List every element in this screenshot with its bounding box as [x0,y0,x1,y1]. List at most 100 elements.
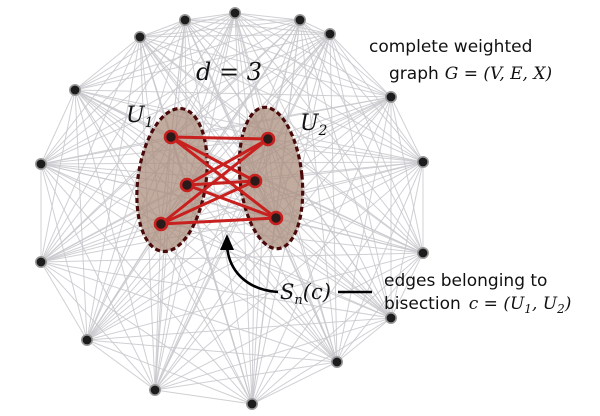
graph-edge [336,161,424,363]
graph-edge [184,19,424,254]
graph-edge [40,261,253,405]
graph-node [416,156,429,169]
graph-edge [154,223,162,391]
graph-edge [74,89,392,98]
graph-edge [40,163,392,319]
complete-graph-line1: complete weighted [369,37,532,57]
graph-edge [86,223,162,341]
graph-edge [86,339,338,363]
graph-edge [40,163,338,363]
graph-edge [275,217,424,254]
graph-edge [40,252,424,263]
graph-edge [299,19,424,254]
graph-node [323,27,336,40]
graph-edge [86,217,277,341]
partition-node [153,216,169,232]
graph-node [134,30,147,43]
graph-edge [154,361,338,391]
graph-edge [390,252,424,319]
graph-edge [86,180,256,341]
cut-edge [169,135,257,183]
graph-edge [40,261,338,363]
graph-edge [234,12,301,21]
graph-edge [329,33,424,254]
graph-edge [40,36,141,165]
graph-edge [86,36,141,341]
graph-edge [234,12,331,35]
graph-node [34,255,47,268]
graph-edge [154,317,392,391]
graph-edge [329,33,338,363]
graph-edge [186,184,424,254]
cut-edge [185,179,257,187]
graph-edge [40,19,301,165]
graph-edge [40,19,186,263]
cut-edge [169,135,278,220]
graph-edge [40,261,156,391]
graph-edge [40,161,424,263]
graph-edge [74,89,392,319]
group-u2-ellipse [237,105,305,251]
cut-edge [185,137,270,187]
graph-edge [139,19,186,38]
bisection-groups [135,105,305,254]
graph-edge [40,12,236,165]
graph-node [330,355,343,368]
graph-edge [74,33,331,91]
graph-nodes [34,7,429,410]
partition-node [247,173,263,189]
graph-edge [329,33,392,319]
graph-node [179,14,192,26]
graph-node [416,247,429,260]
graph-edge [154,19,301,391]
graph-edge [160,223,338,363]
u1-label: U1 [126,103,153,131]
cut-edge [159,137,270,226]
bisection-cut-edges [159,135,278,226]
graph-edge [336,317,392,363]
sn-label: Sn(c) [280,280,331,308]
graph-edge [74,36,141,91]
graph-edge [329,33,424,163]
partition-node [179,177,195,193]
graph-edge [154,389,253,405]
graph-edge [299,19,338,363]
graph-edge [74,12,236,91]
graph-node [81,333,94,346]
graph-edge [40,89,76,263]
graph-edge [299,19,424,163]
graph-edge [74,19,186,91]
graph-node [69,84,82,97]
graph-edge [251,252,424,405]
graph-edge [154,180,256,391]
graph-edge [329,33,392,98]
cut-edge [159,216,278,226]
pointer-arrow [225,245,279,294]
graph-edge [74,89,88,341]
graph-edge [234,12,424,163]
graph-edge [234,12,392,319]
graph-edge [40,19,186,165]
graph-edge [139,36,424,163]
graph-edge [40,163,88,341]
graph-edge [186,184,338,363]
graph-node [293,14,306,26]
partition-node [260,131,276,147]
graph-edge [234,12,424,254]
graph-edge [40,261,392,319]
graph-node [149,383,162,396]
graph-node [229,7,242,19]
graph-edge [390,96,424,163]
arrowhead-icon [220,234,234,250]
graph-edge [86,339,253,405]
graph-edge [184,12,236,21]
graph-edge [154,217,277,391]
graph-edge [40,12,236,263]
graph-node [34,158,47,171]
graph-edge [184,19,253,405]
graph-edge [251,361,338,405]
